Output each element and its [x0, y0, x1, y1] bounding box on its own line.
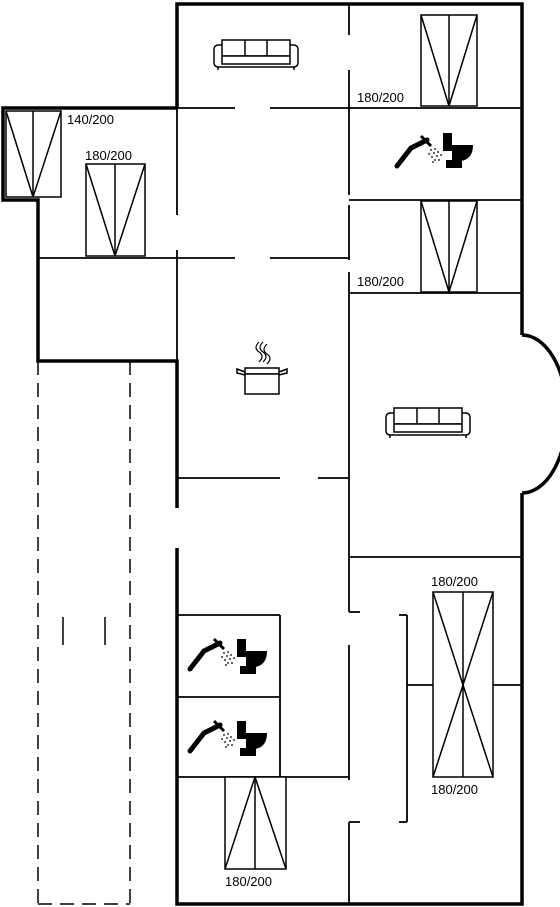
toilet-icon [237, 639, 267, 674]
shower-icon [190, 639, 235, 669]
bed-size-label: 180/200 [431, 782, 478, 797]
bed-icon [432, 591, 494, 778]
sofa-icon [213, 39, 299, 71]
cooking-pot-icon [236, 341, 288, 395]
bed-size-label: 180/200 [357, 90, 404, 105]
toilet-icon [443, 133, 473, 168]
sofa-icon [385, 407, 471, 439]
bed-size-label: 180/200 [431, 574, 478, 589]
bed-icon [420, 14, 478, 107]
shower-icon [190, 721, 235, 751]
bed-size-label: 180/200 [357, 274, 404, 289]
interior-walls [38, 4, 522, 904]
shower-icon [397, 136, 442, 166]
bed-icon [224, 776, 287, 870]
bed-size-label: 180/200 [225, 874, 272, 889]
bed-size-label: 180/200 [85, 148, 132, 163]
toilet-icon [237, 721, 267, 756]
bed-icon [5, 110, 62, 198]
terrace-marks [62, 617, 106, 645]
bed-icon [420, 200, 478, 293]
terrace-outline [37, 361, 131, 905]
bed-icon [85, 163, 146, 257]
bed-size-label: 140/200 [67, 112, 114, 127]
